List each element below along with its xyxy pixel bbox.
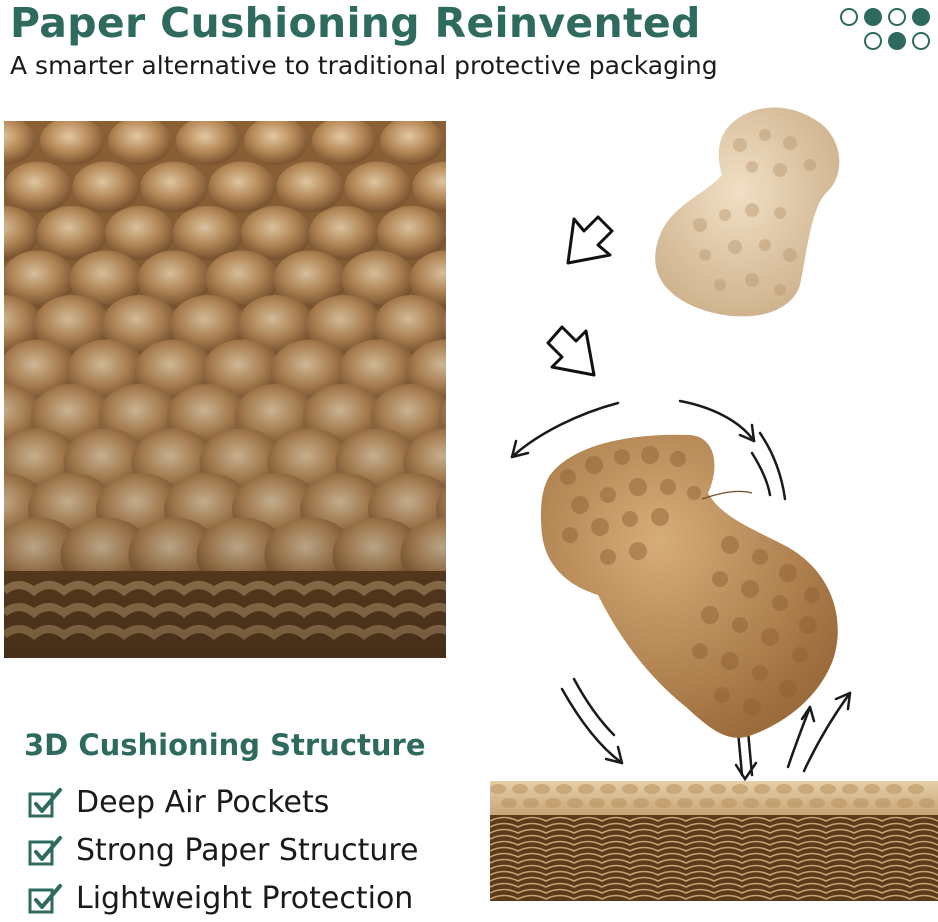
section-heading: 3D Cushioning Structure — [24, 728, 426, 762]
dot-icon — [888, 32, 906, 50]
feature-item: Deep Air Pockets — [28, 778, 418, 826]
motion-arrows — [510, 399, 852, 782]
down-arrow-icon — [566, 215, 614, 265]
feature-label: Lightweight Protection — [76, 880, 414, 916]
feature-label: Strong Paper Structure — [76, 832, 419, 868]
page-subtitle: A smarter alternative to traditional pro… — [10, 51, 718, 80]
check-icon — [28, 788, 62, 818]
feature-item: Strong Paper Structure — [28, 826, 418, 874]
dot-icon — [912, 32, 930, 50]
feature-item: Lightweight Protection — [28, 874, 418, 922]
paper-texture-photo — [4, 121, 446, 658]
dot-icon — [888, 8, 906, 26]
decorative-dots — [838, 6, 934, 54]
feature-label: Deep Air Pockets — [76, 784, 330, 820]
small-paper-bag — [655, 107, 840, 317]
cushioning-illustration — [489, 95, 938, 915]
check-icon — [28, 884, 62, 914]
feature-list: Deep Air Pockets Strong Paper Structure … — [28, 778, 418, 922]
dot-icon — [840, 8, 858, 26]
check-icon — [28, 836, 62, 866]
stacked-paper-sheets — [489, 781, 938, 901]
down-arrow-icon — [546, 325, 596, 377]
dot-icon — [912, 8, 930, 26]
dot-icon — [864, 8, 882, 26]
dot-icon — [864, 32, 882, 50]
large-paper-bag — [540, 434, 838, 738]
page-title: Paper Cushioning Reinvented — [10, 0, 701, 47]
